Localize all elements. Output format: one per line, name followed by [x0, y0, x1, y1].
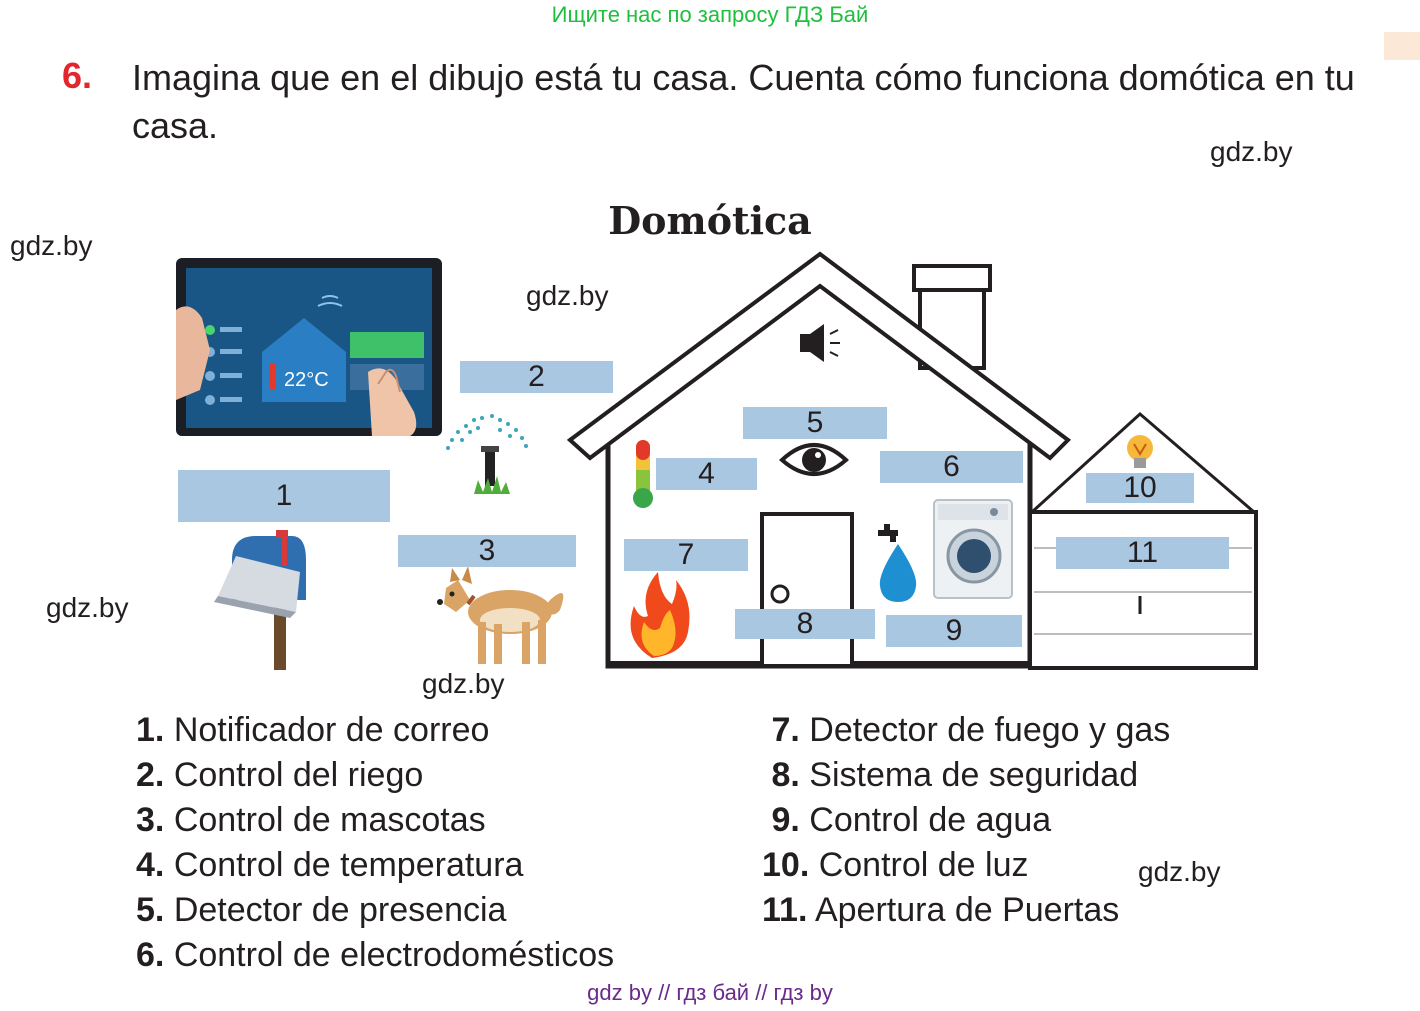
label-box-8: 8 — [735, 607, 875, 640]
mailbox-icon — [214, 530, 306, 670]
watermark: gdz.by — [1210, 136, 1293, 167]
washing-machine-icon — [933, 499, 1013, 599]
thermometer-icon — [633, 440, 653, 508]
label-box-9: 9 — [886, 614, 1022, 647]
page-corner-tab — [1384, 32, 1420, 60]
label-box-1: 1 — [178, 470, 390, 522]
label-box-11: 11 — [1056, 536, 1229, 569]
task-text: Imagina que en el dibujo está tu casa. C… — [132, 57, 1355, 146]
eye-icon — [779, 443, 849, 476]
tablet-icon: 22°C — [176, 258, 442, 436]
legend-item: 9. Control de agua — [771, 801, 1052, 839]
top-note: Ищите нас по запросу ГДЗ Бай — [551, 2, 869, 27]
label-box-7: 7 — [624, 538, 748, 571]
legend-item: 5. Detector de presencia — [136, 891, 507, 929]
tablet-temperature: 22°C — [284, 369, 329, 391]
legend-item: 3. Control de mascotas — [136, 801, 486, 839]
watermark: gdz.by — [1138, 856, 1221, 887]
speaker-icon — [800, 324, 840, 362]
legend-item: 1. Notificador de correo — [136, 711, 490, 749]
label-box-6: 6 — [880, 450, 1023, 483]
sprinkler-icon — [446, 414, 528, 494]
legend-right: 7. Detector de fuego y gas 8. Sistema de… — [762, 708, 1170, 933]
figure-title: Domótica — [608, 198, 812, 243]
legend-left: 1. Notificador de correo 2. Control del … — [136, 708, 614, 978]
dog-icon — [437, 566, 564, 664]
task-number: 6. — [62, 55, 93, 96]
legend-item: 8. Sistema de seguridad — [771, 756, 1139, 794]
light-bulb-icon — [1127, 435, 1153, 468]
legend-item: 11. Apertura de Puertas — [762, 891, 1120, 929]
water-icon — [878, 524, 917, 602]
watermark: gdz.by — [526, 280, 609, 311]
label-box-3: 3 — [398, 534, 576, 567]
watermark: gdz.by — [422, 668, 505, 699]
legend-item: 10. Control de luz — [762, 846, 1029, 884]
label-box-2: 2 — [460, 360, 613, 393]
fire-icon — [630, 572, 690, 658]
label-box-4: 4 — [656, 457, 757, 490]
legend-item: 2. Control del riego — [136, 756, 424, 794]
label-box-5: 5 — [743, 406, 887, 439]
footer-watermark: gdz by // гдз бай // гдз by — [587, 980, 833, 1005]
label-box-10: 10 — [1086, 471, 1194, 504]
watermark: gdz.by — [10, 230, 93, 261]
legend-item: 6. Control de electrodomésticos — [136, 936, 615, 974]
legend-item: 7. Detector de fuego y gas — [771, 711, 1171, 749]
watermark: gdz.by — [46, 592, 129, 623]
domotica-illustration: 22°C — [176, 251, 1259, 670]
legend-item: 4. Control de temperatura — [136, 846, 524, 884]
